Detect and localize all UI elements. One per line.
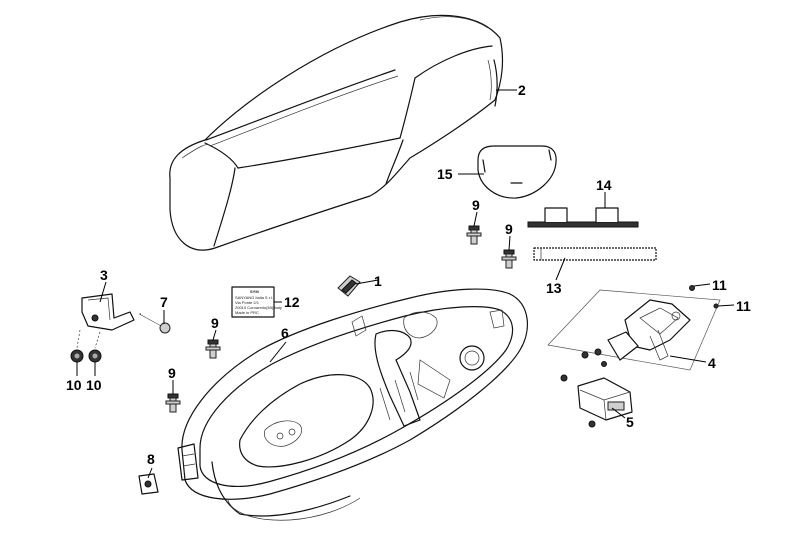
callout-8: 8 <box>147 451 155 467</box>
callout-6: 6 <box>281 325 289 341</box>
leader-lines <box>76 89 735 479</box>
callout-9-middle: 9 <box>211 315 219 331</box>
sticker-line-2: Via Ponte 2/1 <box>235 300 260 305</box>
callout-4: 4 <box>708 355 716 371</box>
callout-1: 1 <box>374 273 382 289</box>
foam-tape <box>533 247 657 261</box>
callout-9-upper-b: 9 <box>505 221 513 237</box>
callout-7: 7 <box>160 294 168 310</box>
callout-9-lower: 9 <box>168 365 176 381</box>
lock-assembly-frame <box>547 285 721 371</box>
nut-right <box>88 349 102 363</box>
callout-11-lower: 11 <box>736 298 751 314</box>
callout-11-upper: 11 <box>712 277 727 293</box>
callout-9-upper-a: 9 <box>472 197 480 213</box>
bolt-lower-left <box>165 393 181 413</box>
sticker-line-4: Made in PRC <box>235 310 259 315</box>
clip <box>337 275 361 297</box>
helmet-box <box>177 288 528 521</box>
bolt-middle-left <box>205 339 221 359</box>
callout-15: 15 <box>437 166 453 182</box>
hook-bracket <box>81 293 135 331</box>
sticker-line-3: 20010 Cornaredo(MI) Italy <box>235 305 282 310</box>
callout-10-left: 10 <box>66 377 82 393</box>
callout-2: 2 <box>518 82 526 98</box>
sticker-line-1: SANYANG Italia S.r.l. <box>235 295 273 300</box>
actuator <box>560 374 633 428</box>
bolt-upper-right-a <box>466 225 482 245</box>
callout-12: 12 <box>284 294 300 310</box>
callout-13: 13 <box>546 280 562 296</box>
cover-panel <box>477 145 557 199</box>
callout-3: 3 <box>100 267 108 283</box>
callout-14: 14 <box>596 177 612 193</box>
callout-5: 5 <box>626 414 634 430</box>
seat <box>169 14 504 251</box>
callout-10-right: 10 <box>86 377 102 393</box>
bolt-upper-right-b <box>501 249 517 269</box>
sticker-brand: SYM <box>250 289 259 294</box>
rubber-strip <box>527 207 639 228</box>
nut-left <box>70 349 84 363</box>
long-bolt <box>139 313 171 334</box>
